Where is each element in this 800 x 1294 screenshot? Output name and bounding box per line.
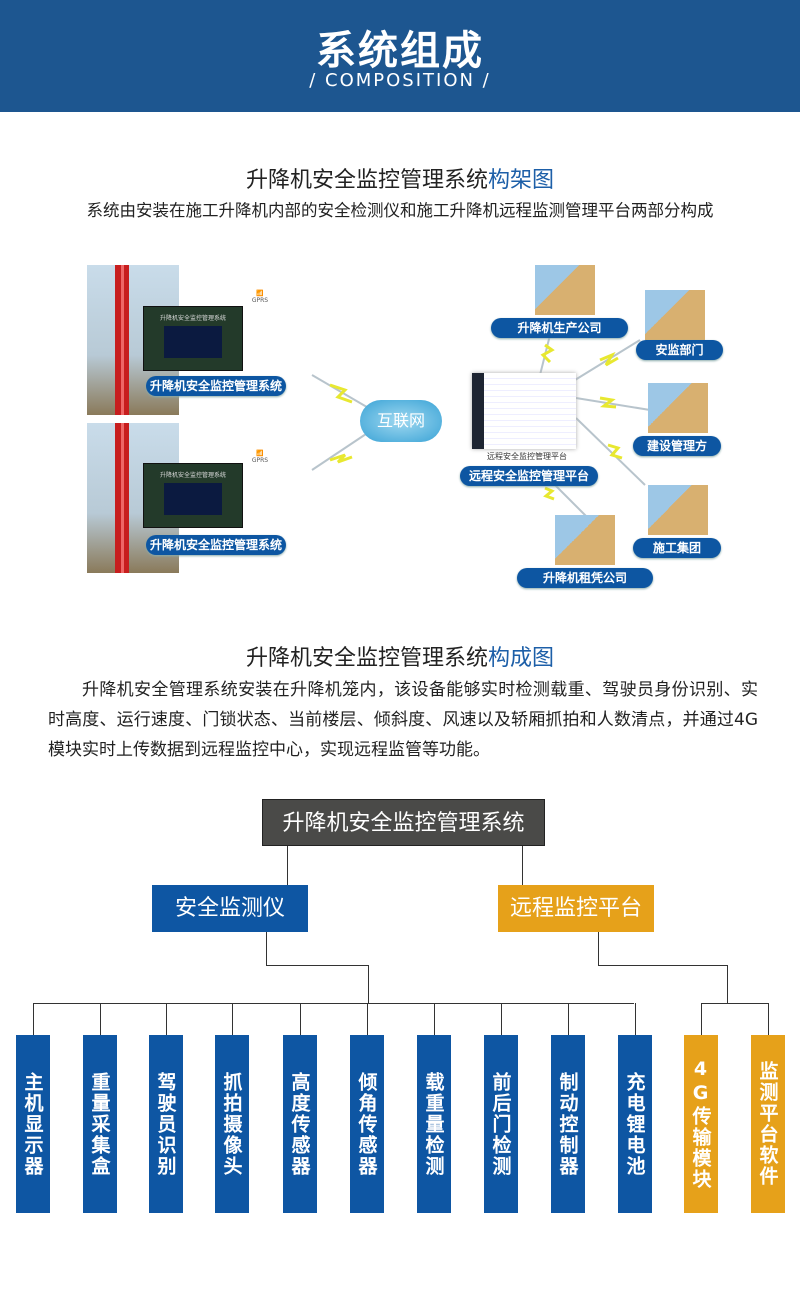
tree-leaf: 载重量检测	[417, 1035, 451, 1213]
user-workstation-icon	[645, 290, 705, 340]
connector	[33, 1003, 34, 1035]
tree-leaf: 抓拍摄像头	[215, 1035, 249, 1213]
internet-cloud: 互联网	[360, 400, 442, 442]
tree-node-remote-platform: 远程监控平台	[498, 885, 654, 932]
section-title-architecture: 升降机安全监控管理系统构架图	[245, 168, 555, 193]
user-workstation-icon	[648, 383, 708, 433]
device-label-2: 升降机安全监控管理系统	[146, 535, 286, 555]
connector	[501, 1003, 502, 1035]
user-workstation-icon	[535, 265, 595, 315]
panel-screen	[164, 326, 222, 358]
connector	[598, 965, 727, 966]
connector	[266, 932, 267, 965]
monitor-panel-1: 升降机安全监控管理系统	[143, 306, 243, 371]
connector	[33, 1003, 634, 1004]
connection-lines	[311, 334, 651, 521]
platform-label: 远程安全监控管理平台	[460, 466, 598, 486]
connector	[598, 932, 599, 965]
connector	[232, 1003, 233, 1035]
page-title: 系统组成	[316, 28, 484, 74]
tree-leaf: 重量采集盒	[83, 1035, 117, 1213]
composition-description: 升降机安全管理系统安装在升降机笼内，该设备能够实时检测载重、驾驶员身份识别、实时…	[48, 680, 758, 760]
hoist-tower-2	[115, 423, 129, 573]
tree-leaf: 倾角传感器	[350, 1035, 384, 1213]
tree-root: 升降机安全监控管理系统	[262, 799, 545, 846]
connector	[727, 965, 728, 1003]
tree-leaf: 制动控制器	[551, 1035, 585, 1213]
tree-leaf: 4G传输模块	[684, 1035, 718, 1213]
device-label-1: 升降机安全监控管理系统	[146, 376, 286, 396]
gprs-antenna-icon: 📶GPRS	[251, 290, 269, 304]
connector	[300, 1003, 301, 1035]
client-label: 建设管理方	[633, 436, 721, 456]
connector	[701, 1003, 768, 1004]
connector	[266, 965, 368, 966]
client-label: 升降机租凭公司	[517, 568, 653, 588]
tree-leaf: 监测平台软件	[751, 1035, 785, 1213]
panel-screen	[164, 483, 222, 515]
panel-title: 升降机安全监控管理系统	[159, 472, 226, 479]
connector	[287, 845, 288, 885]
connector	[635, 1003, 636, 1035]
connector	[434, 1003, 435, 1035]
connector	[367, 1003, 368, 1035]
tree-leaf: 驾驶员识别	[149, 1035, 183, 1213]
monitor-panel-2: 升降机安全监控管理系统	[143, 463, 243, 528]
section-title-composition: 升降机安全监控管理系统构成图	[245, 646, 555, 671]
connector	[100, 1003, 101, 1035]
platform-caption: 远程安全监控管理平台	[487, 452, 567, 461]
connector	[368, 965, 369, 1003]
client-label: 施工集团	[633, 538, 721, 558]
connector	[166, 1003, 167, 1035]
tree-leaf: 充电锂电池	[618, 1035, 652, 1213]
connector	[522, 845, 523, 885]
user-workstation-icon	[648, 485, 708, 535]
tree-leaf: 前后门检测	[484, 1035, 518, 1213]
connector	[768, 1003, 769, 1035]
client-label: 升降机生产公司	[491, 318, 628, 338]
architecture-description: 系统由安装在施工升降机内部的安全检测仪和施工升降机远程监测管理平台两部分构成	[86, 201, 714, 220]
connector	[568, 1003, 569, 1035]
connector	[701, 1003, 702, 1035]
platform-screenshot	[472, 373, 576, 449]
header-banner	[0, 0, 800, 112]
user-workstation-icon	[555, 515, 615, 565]
tree-leaf: 主机显示器	[16, 1035, 50, 1213]
tree-node-safety-monitor: 安全监测仪	[152, 885, 308, 932]
gprs-antenna-icon: 📶GPRS	[251, 450, 269, 464]
page-subtitle: / COMPOSITION /	[309, 70, 491, 91]
tree-leaf: 高度传感器	[283, 1035, 317, 1213]
hoist-tower-1	[115, 265, 129, 415]
panel-title: 升降机安全监控管理系统	[159, 315, 226, 322]
client-label: 安监部门	[636, 340, 723, 360]
